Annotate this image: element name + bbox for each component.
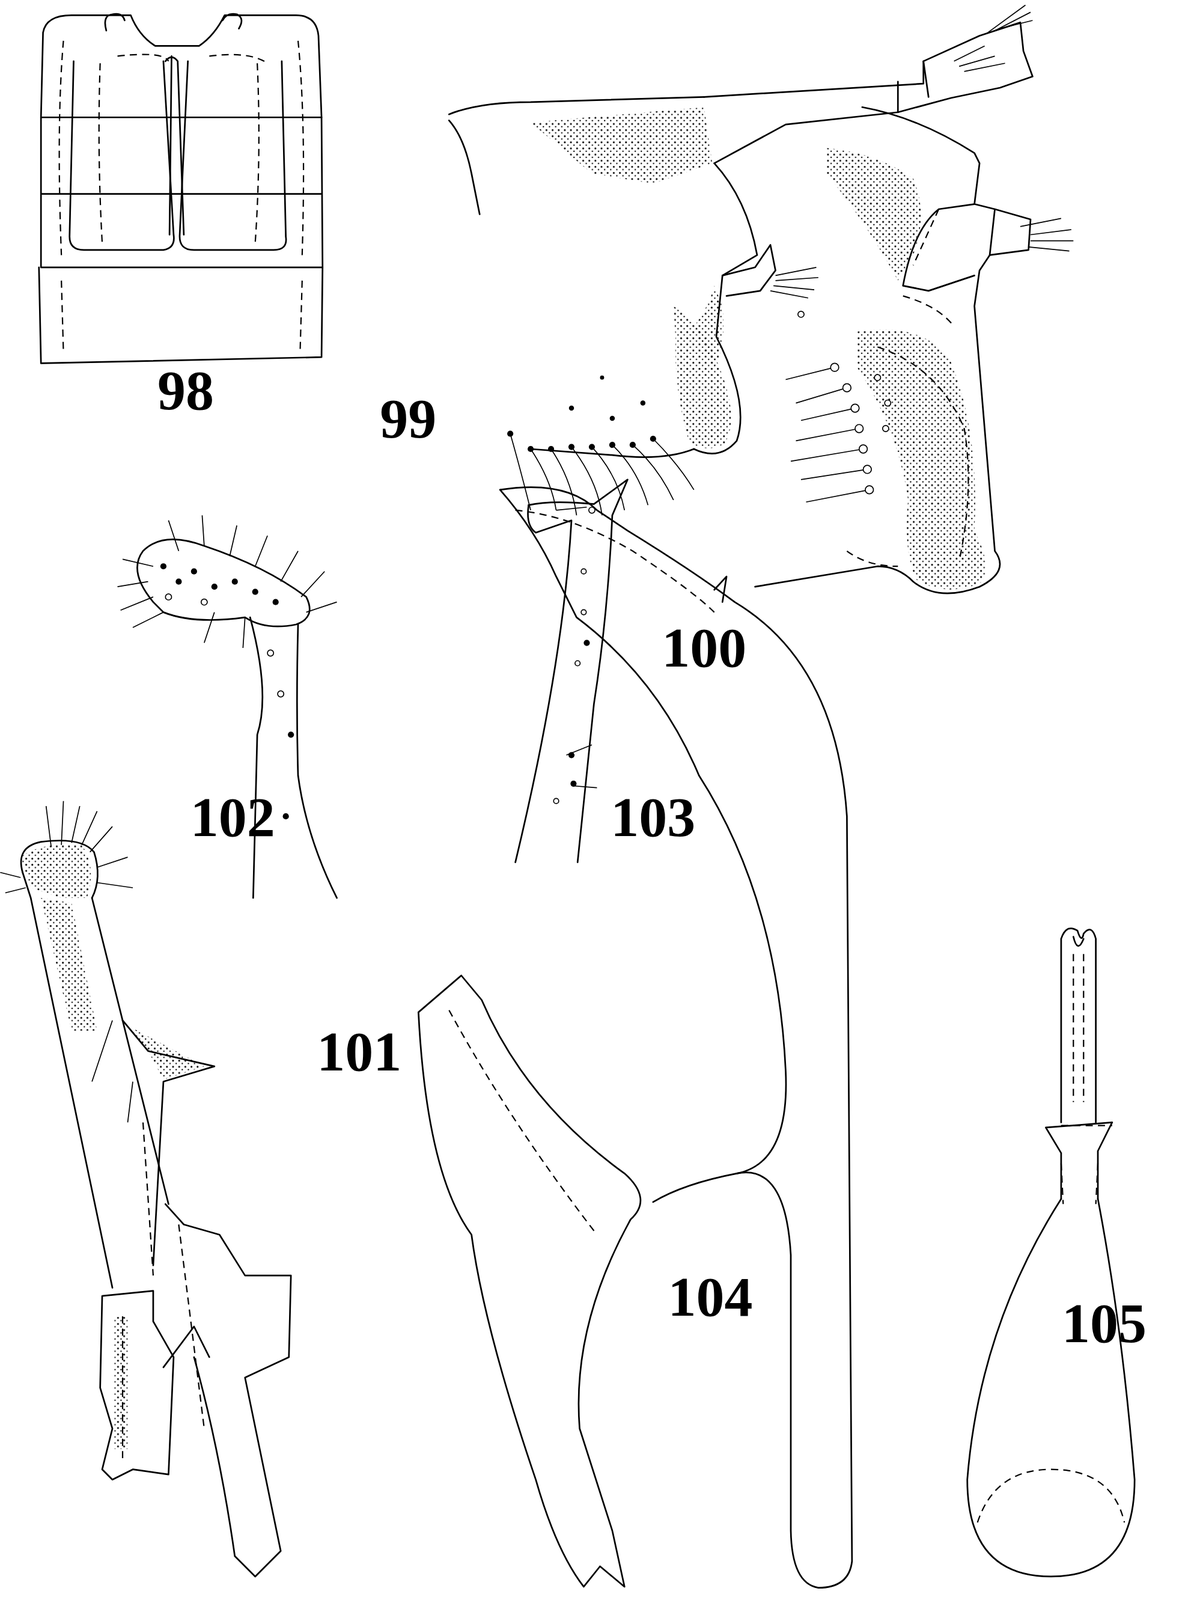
phallus-dorsal — [967, 928, 1135, 1577]
phallic-apparatus-ventral — [0, 801, 291, 1577]
figure-number: 98 — [157, 361, 214, 419]
figure-number: 101 — [316, 1022, 402, 1080]
inferior-appendage — [117, 514, 338, 898]
figure-number: 104 — [667, 1267, 753, 1325]
phallus-lateral — [418, 487, 853, 1588]
figure-number: 105 — [1061, 1294, 1147, 1351]
figure-number: 99 — [379, 389, 437, 447]
genitalia-ventral-detail — [755, 106, 1074, 594]
figure-number: 103 — [610, 788, 696, 845]
abdomen-ventral-view — [39, 13, 323, 363]
figure-number: 102 — [190, 788, 276, 845]
figure-number: 100 — [661, 618, 747, 676]
